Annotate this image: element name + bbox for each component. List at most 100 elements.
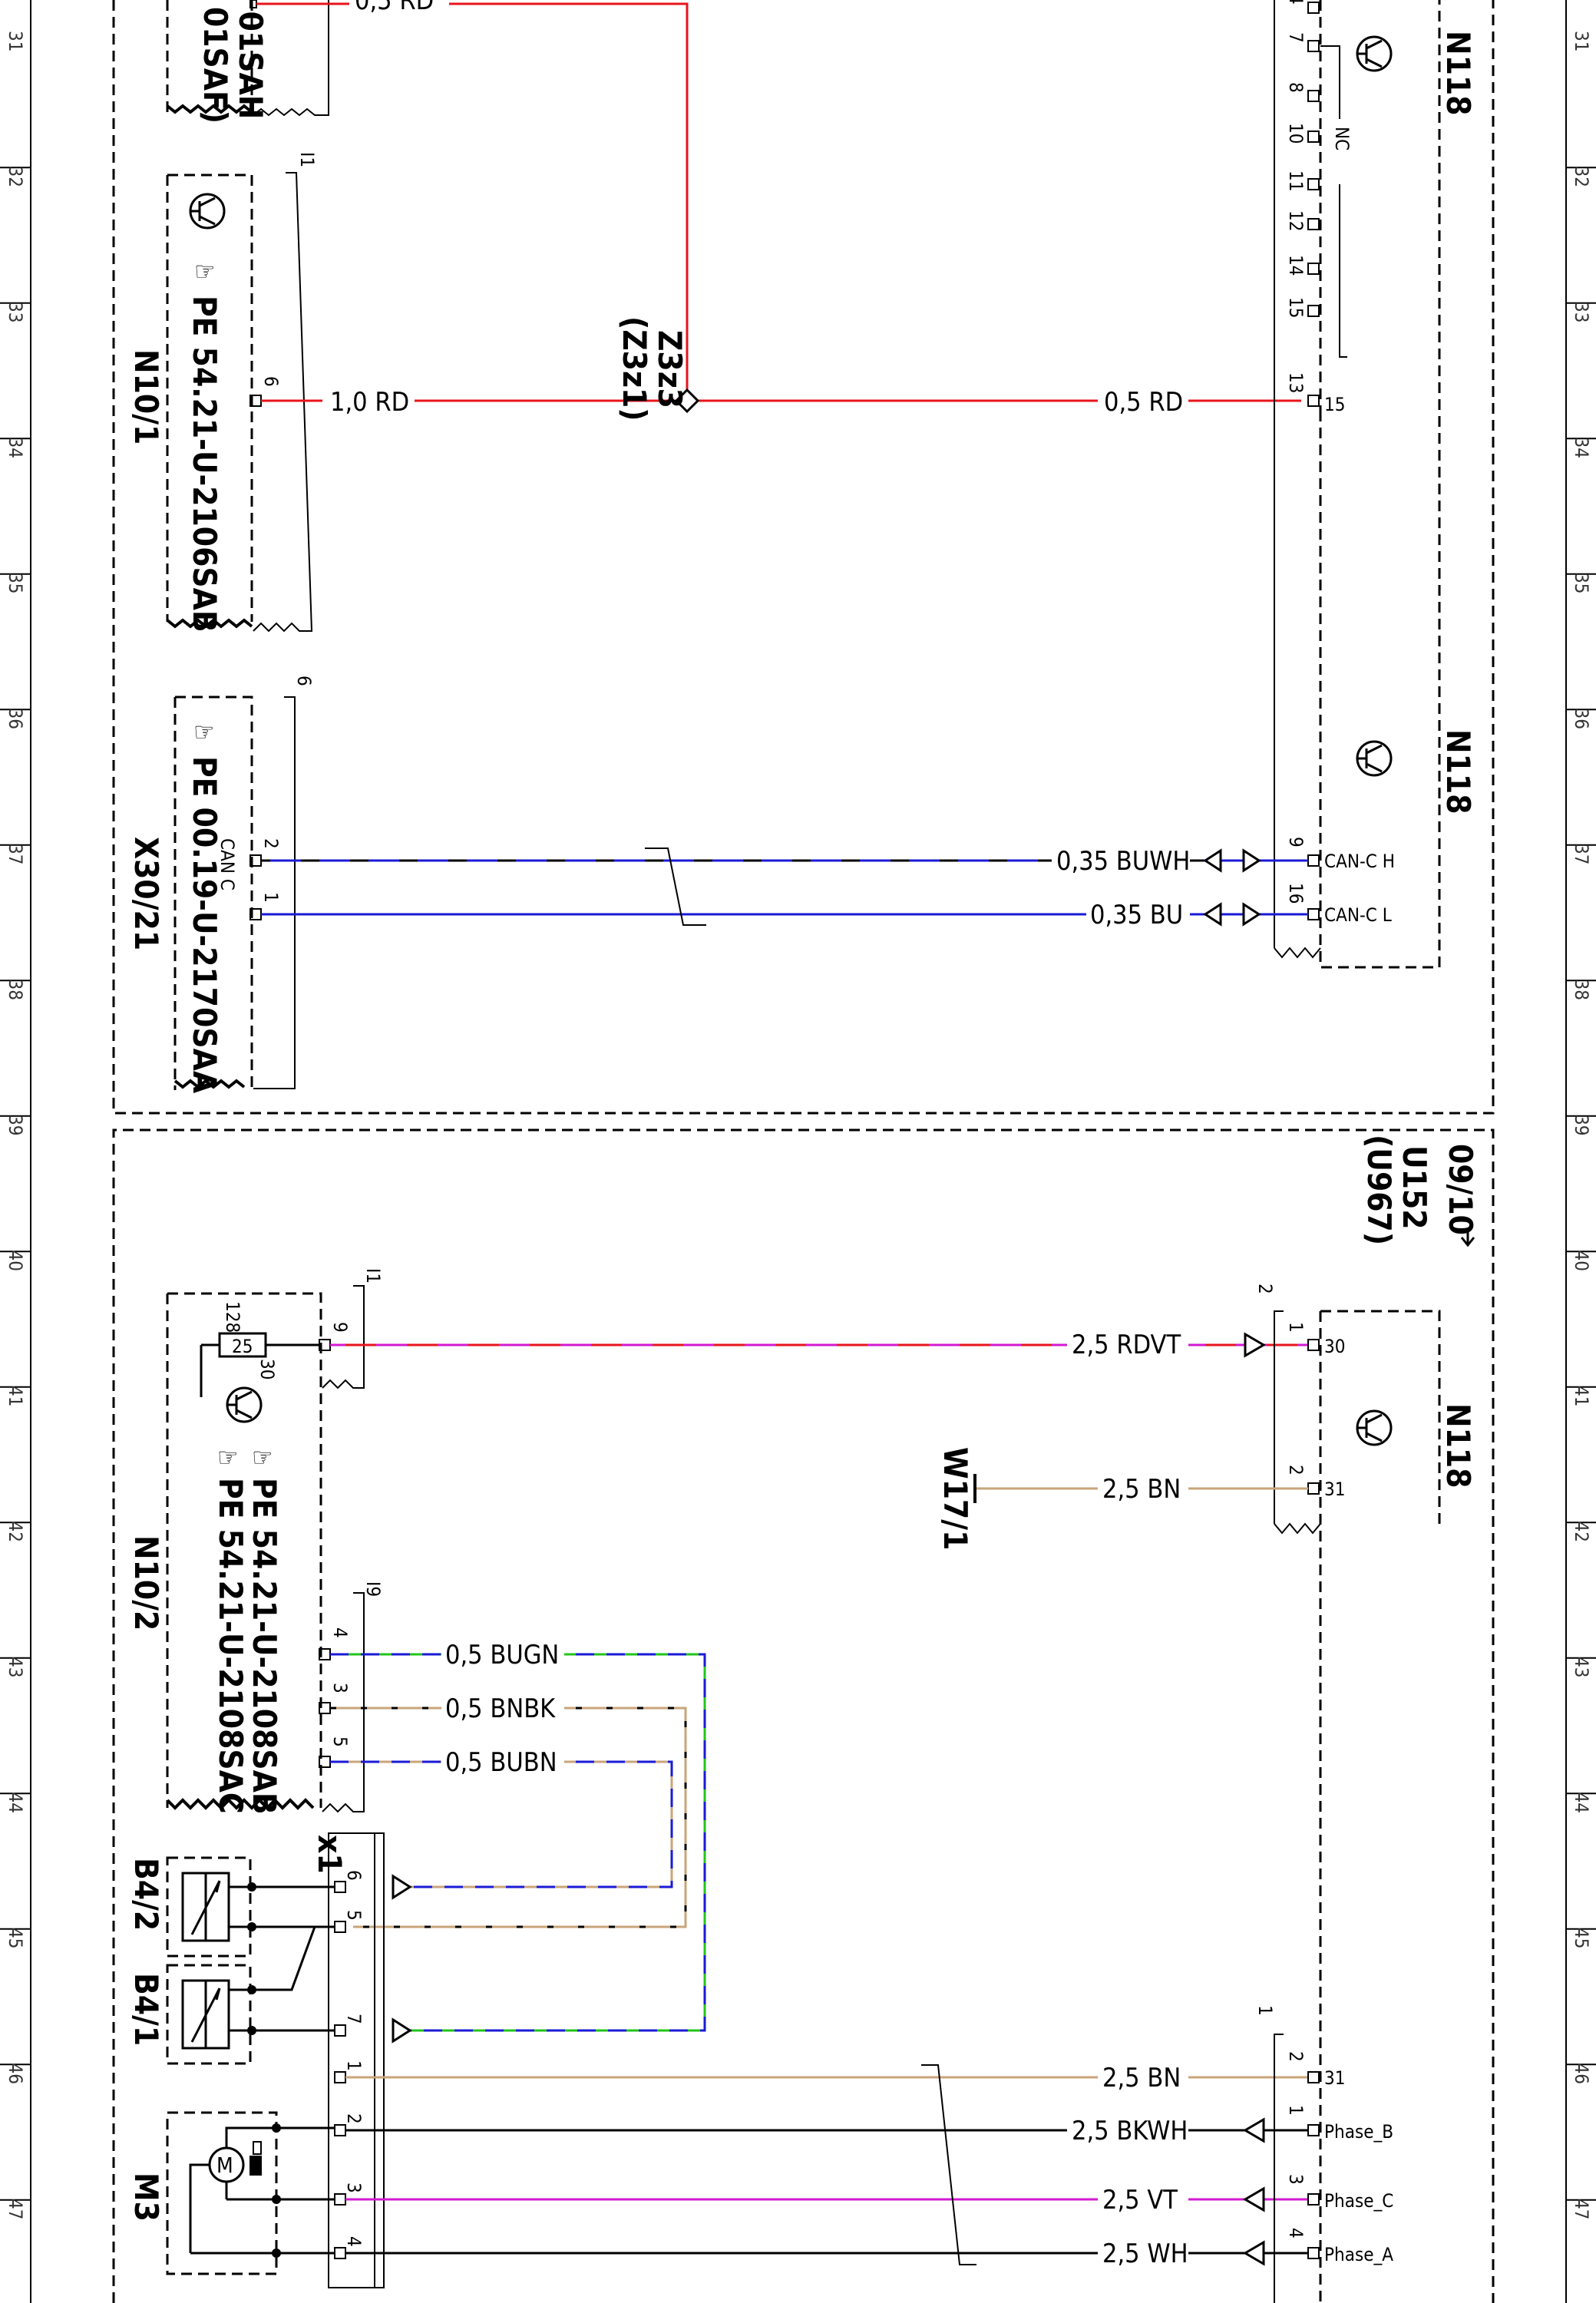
ruler-number: 35 (5, 573, 26, 593)
p3-pin-4: 4 (1285, 2228, 1307, 2239)
n118-top-pin-label: 11 (1285, 170, 1307, 191)
ref-0910: 09/10 (1442, 1144, 1479, 1235)
wire-can-h: 0,35 BUWH (261, 844, 1308, 877)
wire-wh: 2,5 WH (345, 2237, 1308, 2269)
wire-bn-ground: 2,5 BN W17/1 (937, 1447, 1308, 1550)
ruler-number: 36 (1571, 709, 1592, 729)
n118-top-pin-label: 12 (1285, 210, 1307, 231)
wire-bubn-label: 0,5 BUBN (445, 1747, 557, 1778)
ruler-number: 45 (1571, 1928, 1592, 1948)
x1-pin-terminal (334, 2071, 346, 2083)
top-partial-label-1: 01SAH (232, 12, 269, 120)
n118-top-pin-label: 8 (1285, 82, 1307, 93)
top-partial-component: 01SAH 01SAF) (166, 0, 329, 124)
n118-conn2-label: 2 (1254, 1284, 1276, 1294)
ruler-number: 47 (1571, 2199, 1592, 2219)
sensor-b4-1: B4/1 (127, 1926, 335, 2065)
ruler-number: 40 (1571, 1251, 1592, 1271)
wire-bn-m3: 2,5 BN (345, 2061, 1308, 2093)
x30-can-c: CAN C (216, 838, 238, 890)
m3-label: M3 (127, 2172, 165, 2222)
module-n118-power: 2 1 30 2 31 N118 (1254, 1284, 1477, 2303)
hand-pointer-icon: ☞ (252, 1442, 273, 1473)
ruler-number: 46 (1571, 2063, 1592, 2084)
n118-pin-15: 15 (1324, 394, 1345, 415)
pin-terminal (1307, 218, 1320, 230)
x30-conn-label: 6 (293, 676, 315, 686)
ruler-number: 41 (1571, 1386, 1592, 1406)
n10-2-pin-9: 9 (329, 1322, 351, 1333)
w17-1-label: W17/1 (937, 1447, 974, 1550)
wire-bnbk: 0,5 BNBK (330, 1692, 687, 1928)
x30-pin-1: 1 (260, 892, 282, 903)
hand-pointer-icon: ☞ (194, 256, 215, 287)
wire-bkwh: 2,5 BKWH (345, 2114, 1308, 2146)
x1-pin-label: 3 (343, 2182, 365, 2193)
n118-pin-2: 2 (1285, 1465, 1307, 1475)
n118-top-pin-label: 15 (1285, 297, 1307, 318)
module-n118-top: 4781011121415 NC N118 13 15 N118 9 16 CA… (1274, 0, 1477, 969)
x1-pin-terminal (334, 2024, 346, 2037)
ruler-number: 34 (1571, 438, 1592, 458)
wire-top-rd-label: 0,5 RD (355, 0, 434, 16)
ruler-number: 42 (1571, 1522, 1592, 1542)
x1-label: x1 (311, 1835, 349, 1874)
ruler-number: 37 (1571, 844, 1592, 864)
x1-pin-label: 6 (343, 1870, 365, 1881)
pin-terminal (1307, 305, 1320, 317)
splice-z3z1-label: (Z3z1) (616, 316, 653, 421)
n10-1-pe-ref: PE 54.21-U-2106SAB (186, 296, 223, 633)
ref-u152: 09/10 U152 (U967) (1360, 1135, 1479, 1247)
fuse-30: 30 (256, 1359, 278, 1379)
wire-vt: 2,5 VT (345, 2183, 1308, 2215)
wire-rdvt: 2,5 RDVT (330, 1328, 1308, 1360)
pin-terminal (1307, 2, 1320, 14)
ruler-number: 36 (5, 709, 26, 729)
n10-2-pin-5: 5 (329, 1736, 351, 1747)
x30-label: X30/21 (127, 837, 165, 950)
n118-nc-label: NC (1331, 127, 1353, 150)
ruler-number: 46 (5, 2063, 26, 2084)
wire-bugn-label: 0,5 BUGN (445, 1640, 559, 1670)
wire-n10-1-rd: 1,0 RD 0,5 RD (261, 384, 1301, 418)
wire-bugn: 0,5 BUGN (330, 1638, 706, 2032)
lower-section-frame (112, 1128, 1495, 2303)
fuse-128: 128 (222, 1301, 243, 1333)
b4-2-label: B4/2 (127, 1858, 165, 1931)
n118-can-l: CAN-C L (1324, 904, 1392, 926)
u967-label: (U967) (1360, 1135, 1398, 1245)
n10-2-conn2-label: I9 (362, 1581, 384, 1597)
x1-pin-label: 1 (343, 2060, 365, 2071)
n118-pin-9: 9 (1285, 837, 1307, 848)
phase-b: Phase_B (1324, 2121, 1393, 2143)
pin-terminal (1307, 178, 1320, 190)
n118-top-pin-label: 7 (1285, 32, 1307, 43)
wire-bubn: 0,5 BUBN (330, 1746, 673, 1888)
twisted-pair-marker (645, 848, 706, 926)
n10-1-pin-6: 6 (260, 376, 282, 387)
n10-2-pin-3: 3 (329, 1683, 351, 1693)
x1-pin-label: 7 (343, 2014, 365, 2024)
n118-top-pin-label: 10 (1285, 123, 1307, 144)
ruler-number: 39 (1571, 1115, 1592, 1135)
splice-z3z3-label: Z3z3 (651, 330, 689, 408)
wire-rdvt-label: 2,5 RDVT (1072, 1330, 1181, 1360)
hand-pointer-icon: ☞ (193, 717, 214, 748)
n10-2-pe-ref-a: PE 54.21-U-2108SAB (246, 1478, 283, 1815)
x1-pin-terminal (334, 1881, 346, 1893)
ruler-number: 39 (5, 1115, 26, 1135)
ruler-number: 38 (1571, 980, 1592, 1000)
x30-pe-ref: PE 00.19-U-2170SAA (186, 756, 223, 1094)
ruler-number: 32 (1571, 167, 1592, 187)
n118-top-label: N118 (1439, 31, 1477, 116)
x1-pin-label: 5 (343, 1910, 365, 1921)
ruler-number: 31 (5, 31, 26, 51)
ruler-number: 38 (5, 980, 26, 1000)
sensor-b4-2: B4/2 (127, 1856, 335, 1958)
ruler-number: 41 (5, 1386, 26, 1406)
ruler-number: 33 (1571, 302, 1592, 322)
u152-label: U152 (1396, 1145, 1433, 1230)
p3-pin-3: 3 (1285, 2174, 1307, 2185)
